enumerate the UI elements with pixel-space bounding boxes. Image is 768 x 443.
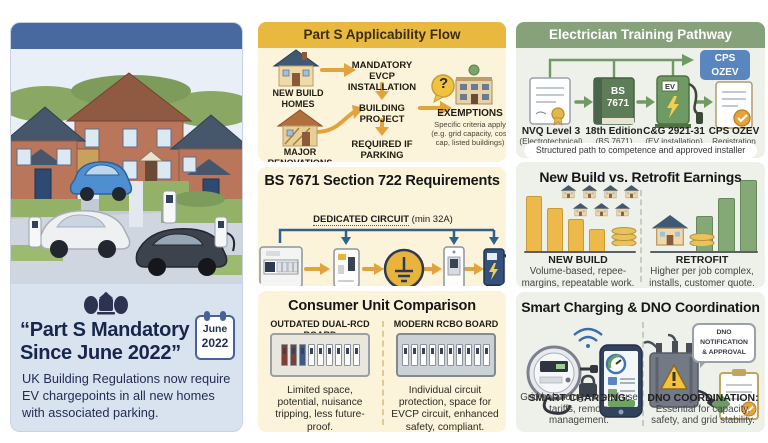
pen-earth-icon [383, 248, 425, 286]
step2-note: (BS 7671) [595, 137, 633, 146]
step3-note: (EV installation) [645, 137, 703, 146]
divider [640, 190, 642, 282]
new-build-heading: NEW BUILD [548, 254, 608, 266]
bs7671-book-icon [593, 77, 635, 125]
training-footer: Structured path to competence and approv… [524, 143, 757, 158]
exemptions-note: Specific criteria apply (e.g. grid capac… [431, 120, 506, 148]
registration-doc-icon [715, 81, 753, 129]
transformer-icon [643, 333, 718, 408]
uk-royal-crest-icon [84, 292, 128, 315]
step3-label: C&G 2921-31 [643, 126, 705, 137]
mandatory-evcp-label: MANDATORY EVCP INSTALLATION [347, 60, 417, 94]
exemptions-label: EXEMPTIONS [437, 108, 503, 119]
panel-top-bar [11, 23, 242, 49]
retrofit-heading: RETROFIT [675, 254, 729, 266]
training-ev-charger-icon [655, 75, 703, 128]
question-bubble-icon [431, 74, 455, 104]
earnings-title: New Build vs. Retrofit Earnings [539, 169, 742, 185]
modern-board-caption: Individual circuit protection, space for… [391, 385, 499, 432]
circuit-diagram [259, 228, 506, 286]
modern-board-heading: MODERN RCBO BOARD [393, 319, 499, 329]
modern-board-illustration [396, 333, 496, 377]
training-diagram [529, 54, 753, 129]
step1-label: NVQ Level 3 [521, 126, 581, 137]
housing-estate-illustration [11, 49, 242, 284]
coin-stack [610, 212, 638, 251]
smart-dno-illustration [526, 327, 759, 420]
divider [642, 322, 644, 426]
ev-charger-icon [483, 248, 506, 286]
flow-card-title: Part S Applicability Flow [258, 22, 506, 48]
overload-device-icon [443, 246, 465, 286]
new-build-bars [526, 196, 605, 252]
earnings-card: New Build vs. Retrofit Earnings NEW BUIL… [516, 162, 765, 288]
consumer-unit-title: Consumer Unit Comparison [288, 298, 476, 314]
house-icon [623, 184, 640, 199]
smart-dno-card: Smart Charging & DNO Coordination [516, 292, 765, 432]
nvq-certificate-icon [529, 77, 571, 126]
quote-line1: “Part S Mandatory [20, 319, 190, 341]
smart-meter-icon [526, 345, 598, 415]
smart-charging-heading: SMART CHARGING: [528, 391, 630, 404]
dno-coordination-caption: Essential for capacity, safety, and grid… [651, 403, 755, 427]
training-title: Electrician Training Pathway [516, 22, 765, 48]
retrofit-house-icon [650, 210, 690, 250]
calendar-year: 2022 [201, 335, 229, 350]
bs7671-card: BS 7671 Section 722 Requirements DEDICAT… [258, 167, 506, 286]
training-pathway-card: Electrician Training Pathway [516, 22, 765, 158]
retrofit-caption: Higher per job complex, installs, custom… [649, 266, 755, 288]
coin-stack [688, 224, 716, 251]
bs7671-title: BS 7671 Section 722 Requirements [264, 173, 500, 189]
new-build-house-icon [272, 49, 320, 87]
approval-clipboard-icon [711, 369, 759, 420]
padlock-icon [579, 374, 597, 397]
hero-panel: “Part S Mandatory Since June 2022” June … [10, 22, 243, 432]
step4-label: CPS OZEV [708, 126, 760, 137]
calendar-icon: June 2022 [195, 311, 235, 360]
regulation-description: UK Building Regulations now require EV c… [22, 371, 231, 421]
chargepoint-icons [28, 190, 236, 252]
consumer-unit-card: Consumer Unit Comparison OUTDATED DUAL-R… [258, 291, 506, 432]
divider [382, 321, 384, 425]
axis-line [524, 251, 636, 253]
quote-line2: Since June 2022” [20, 341, 181, 364]
wifi-icon [573, 327, 603, 348]
dedicated-circuit-label: DEDICATED CIRCUIT (min 32A) [313, 214, 453, 226]
step4-note: Registration [712, 137, 756, 146]
outdated-board-illustration [270, 333, 370, 377]
question-mark: ? [439, 75, 449, 92]
required-if-label: REQUIRED IF PARKING IMPACTED [351, 139, 413, 162]
smart-dno-title: Smart Charging & DNO Coordination [521, 299, 760, 315]
quote-title: “Part S Mandatory Since June 2022” [20, 319, 200, 365]
outdated-board-caption: Limited space, potential, nuisance tripp… [275, 385, 365, 432]
new-build-homes-label: NEW BUILD HOMES [272, 88, 324, 109]
dno-coordination-heading: DNO COORDINATION: [647, 391, 759, 404]
smart-charging-caption: Grid balancing, time-of-use tariffs, rem… [520, 391, 638, 427]
building-project-label: BUILDING PROJECT [359, 103, 405, 126]
applicability-flow-card: Part S Applicability Flow [258, 22, 506, 162]
type-b-rcd-icon [333, 248, 360, 286]
calendar-month: June [202, 323, 228, 335]
ev-screen-text: EV [664, 82, 675, 91]
step1-note: (Electrotechnical) [519, 137, 583, 146]
smartphone-icon [599, 344, 643, 418]
dno-notification-bubble: DNO NOTIFICATION & APPROVAL [692, 323, 756, 368]
axis-line [650, 251, 758, 253]
step2-label: 18th Edition [585, 126, 643, 137]
exempt-building-icon [455, 64, 493, 105]
consumer-unit-icon [259, 246, 303, 286]
flow-arrows [272, 49, 493, 147]
new-build-caption: Volume-based, repee-margins, repeatable … [521, 266, 635, 288]
renovation-house-icon [276, 109, 324, 147]
major-renovations-label: MAJOR RENOVATIONS [268, 147, 333, 162]
